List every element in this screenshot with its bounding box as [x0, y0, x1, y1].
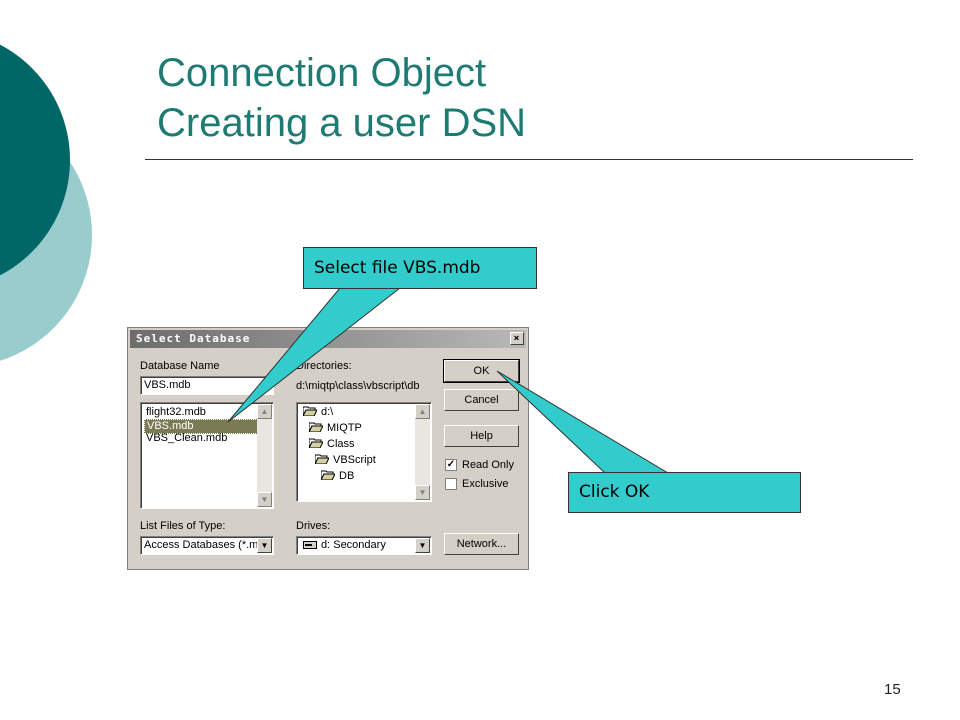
directories-label: Directories: — [296, 360, 352, 372]
directory-item[interactable]: VBScript — [315, 453, 376, 468]
slide-title-line1: Connection Object — [157, 51, 487, 95]
network-button[interactable]: Network... — [444, 533, 519, 555]
file-list[interactable]: flight32.mdb VBS.mdb VBS_Clean.mdb ▲ ▼ — [140, 402, 274, 509]
close-icon: × — [513, 333, 521, 344]
slide-title-line2: Creating a user DSN — [157, 101, 527, 145]
scroll-up-button[interactable]: ▲ — [415, 404, 430, 419]
drives-select[interactable]: d: Secondary ▼ — [296, 536, 432, 555]
chevron-up-icon: ▲ — [260, 407, 269, 416]
list-item[interactable]: flight32.mdb — [146, 406, 206, 418]
exclusive-label: Exclusive — [462, 478, 509, 490]
directory-item-label: VBScript — [333, 454, 376, 466]
title-divider — [145, 159, 913, 160]
ok-button[interactable]: OK — [443, 359, 520, 383]
scroll-down-button[interactable]: ▼ — [415, 485, 430, 500]
drives-label: Drives: — [296, 520, 331, 532]
directory-tree[interactable]: d:\ MIQTP Class VBScript DB ▲ ▼ — [296, 402, 432, 502]
dialog-title: Select Database — [136, 332, 251, 345]
chevron-down-icon: ▼ — [418, 488, 427, 497]
directory-item[interactable]: d:\ — [303, 405, 333, 420]
check-icon: ✓ — [446, 459, 456, 470]
list-item[interactable]: VBS_Clean.mdb — [146, 432, 228, 444]
open-folder-icon — [309, 422, 323, 432]
drives-dropdown-button[interactable]: ▼ — [415, 538, 430, 553]
open-folder-icon — [315, 454, 329, 464]
slide-title: Connection Object Creating a user DSN — [157, 48, 526, 148]
close-button[interactable]: × — [510, 332, 524, 345]
list-files-type-label: List Files of Type: — [140, 520, 226, 532]
directory-path: d:\miqtp\class\vbscript\db — [296, 380, 420, 392]
database-name-input[interactable]: VBS.mdb — [140, 376, 274, 395]
page-number: 15 — [884, 681, 901, 698]
select-file-callout-text: Select file VBS.mdb — [314, 258, 481, 278]
directory-item-label: MIQTP — [327, 422, 362, 434]
database-name-label: Database Name — [140, 360, 220, 372]
click-ok-callout: Click OK — [568, 472, 801, 513]
directory-item[interactable]: DB — [321, 469, 354, 484]
drives-value: d: Secondary — [321, 539, 386, 551]
open-folder-icon — [303, 406, 317, 416]
directory-scrollbar[interactable]: ▲ ▼ — [415, 404, 430, 500]
read-only-checkbox[interactable]: ✓ — [445, 459, 457, 471]
chevron-down-icon: ▼ — [260, 495, 269, 504]
chevron-down-icon: ▼ — [260, 541, 269, 550]
directory-item-label: DB — [339, 470, 355, 482]
cancel-button[interactable]: Cancel — [444, 389, 519, 411]
open-folder-icon — [321, 470, 335, 480]
chevron-down-icon: ▼ — [418, 541, 427, 550]
directory-item-label: Class — [327, 438, 355, 450]
scroll-down-button[interactable]: ▼ — [257, 492, 272, 507]
scroll-up-button[interactable]: ▲ — [257, 404, 272, 419]
select-file-callout: Select file VBS.mdb — [303, 247, 537, 289]
directory-item[interactable]: MIQTP — [309, 421, 362, 436]
click-ok-callout-text: Click OK — [579, 482, 650, 502]
directory-item-label: d:\ — [321, 406, 334, 418]
select-database-dialog: Select Database × Database Name VBS.mdb … — [127, 327, 529, 570]
file-type-dropdown-button[interactable]: ▼ — [257, 538, 272, 553]
dialog-titlebar[interactable]: Select Database × — [130, 330, 526, 348]
file-type-value: Access Databases (*.m — [144, 539, 259, 551]
file-type-select[interactable]: Access Databases (*.m ▼ — [140, 536, 274, 555]
read-only-label: Read Only — [462, 459, 514, 471]
dark-teal-circle — [0, 44, 70, 276]
chevron-up-icon: ▲ — [418, 407, 427, 416]
file-list-scrollbar[interactable]: ▲ ▼ — [257, 404, 272, 507]
exclusive-checkbox[interactable] — [445, 478, 457, 490]
drive-icon — [303, 541, 317, 549]
help-button[interactable]: Help — [444, 425, 519, 447]
decorative-circles — [0, 44, 92, 361]
open-folder-icon — [309, 438, 323, 448]
directory-item[interactable]: Class — [309, 437, 355, 452]
